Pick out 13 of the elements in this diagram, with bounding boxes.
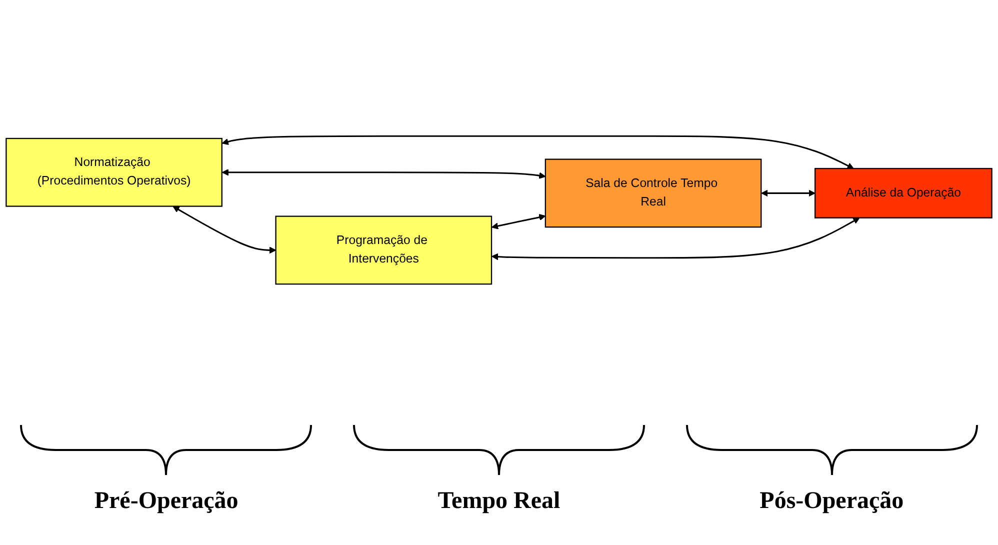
node-box: Sala de Controle Tempo Real: [544, 158, 762, 228]
phase-label: Tempo Real: [438, 488, 560, 515]
arrow: [172, 206, 276, 254]
node-box: Programação de Intervenções: [275, 216, 492, 285]
arrow: [492, 217, 860, 260]
node-box: Análise da Operação: [814, 168, 992, 218]
arrow: [761, 190, 816, 196]
phase-label: Pós-Operação: [760, 488, 904, 515]
arrow: [222, 168, 546, 179]
node-box: Normatização (Procedimentos Operativos): [6, 138, 222, 207]
arrow: [222, 135, 854, 169]
phase-label: Pré-Operação: [94, 488, 238, 515]
arrow: [492, 214, 546, 230]
